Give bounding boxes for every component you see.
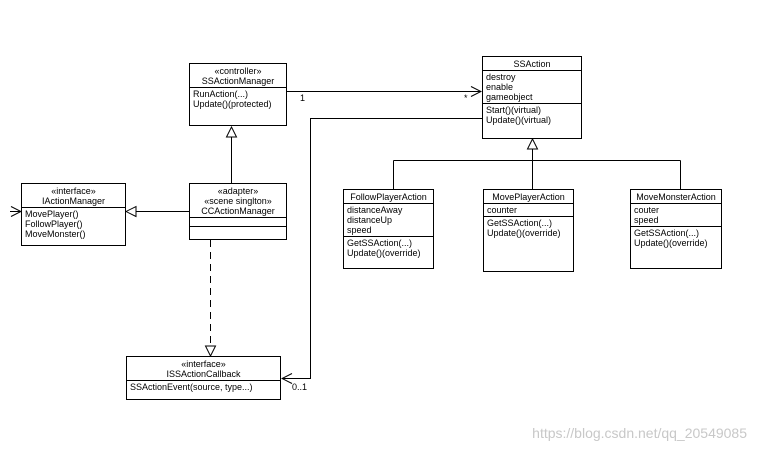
- stereotype-label: «interface»: [181, 359, 226, 369]
- stereotype-label: «scene singlton»: [204, 196, 272, 206]
- class-name: MovePlayerAction: [492, 192, 565, 202]
- class-name: SSAction: [513, 59, 551, 69]
- watermark: https://blog.csdn.net/qq_20549085: [532, 425, 747, 441]
- operations-section: GetSSAction(...) Update()(override): [631, 226, 721, 249]
- class-name: IActionManager: [41, 196, 106, 206]
- operations-section: [190, 226, 286, 235]
- class-header: «adapter» «scene singlton» CCActionManag…: [190, 184, 286, 217]
- attribute: gameobject: [486, 92, 533, 102]
- class-name: SSActionManager: [201, 76, 275, 86]
- operation: Update()(protected): [193, 99, 272, 109]
- class-header: «interface» ISSActionCallback: [127, 357, 280, 380]
- operation: Update()(override): [487, 228, 561, 238]
- operations-section: RunAction(...) Update()(protected): [190, 87, 286, 110]
- operation: GetSSAction(...): [487, 218, 553, 228]
- attributes-section: counter: [484, 203, 573, 216]
- operation: GetSSAction(...): [634, 228, 700, 238]
- stereotype-label: «adapter»: [217, 186, 259, 196]
- operations-section: GetSSAction(...) Update()(override): [484, 216, 573, 270]
- class-name: ISSActionCallback: [166, 369, 241, 379]
- class-ss-action-manager[interactable]: «controller» SSActionManager RunAction(.…: [189, 63, 287, 126]
- class-name: CCActionManager: [201, 206, 275, 216]
- operation: RunAction(...): [193, 89, 249, 99]
- operations-section: Start()(virtual) Update()(virtual): [483, 103, 581, 126]
- attribute: couter: [634, 205, 660, 215]
- multiplicity-manager-end: 1: [300, 93, 306, 103]
- operation: Update()(override): [634, 238, 708, 248]
- operation: Start()(virtual): [486, 105, 542, 115]
- attribute: distanceAway: [347, 205, 403, 215]
- attribute: speed: [347, 225, 372, 235]
- operation: Update()(virtual): [486, 115, 552, 125]
- class-name: FollowPlayerAction: [350, 192, 427, 202]
- operation: Update()(override): [347, 248, 421, 258]
- attributes-section: destroy enable gameobject: [483, 70, 581, 103]
- class-move-player-action[interactable]: MovePlayerAction counter GetSSAction(...…: [483, 189, 574, 272]
- class-header: MoveMonsterAction: [631, 190, 721, 203]
- association-action-to-callback: [282, 118, 482, 379]
- class-iss-action-callback[interactable]: «interface» ISSActionCallback SSActionEv…: [126, 356, 281, 400]
- multiplicity-callback-end: 0..1: [292, 382, 308, 392]
- class-header: «interface» IActionManager: [22, 184, 125, 207]
- class-cc-action-manager[interactable]: «adapter» «scene singlton» CCActionManag…: [189, 183, 287, 240]
- attributes-section: couter speed: [631, 203, 721, 226]
- class-header: SSAction: [483, 57, 581, 70]
- operation: MoveMonster(): [25, 229, 86, 239]
- stereotype-label: «interface»: [51, 186, 96, 196]
- attribute: distanceUp: [347, 215, 393, 225]
- attribute: enable: [486, 82, 514, 92]
- class-header: «controller» SSActionManager: [190, 64, 286, 87]
- attribute: counter: [487, 205, 518, 215]
- operation: MovePlayer(): [25, 209, 79, 219]
- class-header: FollowPlayerAction: [344, 190, 433, 203]
- operation: SSActionEvent(source, type...): [130, 382, 253, 392]
- class-name: MoveMonsterAction: [636, 192, 716, 202]
- operation: GetSSAction(...): [347, 238, 413, 248]
- operations-section: MovePlayer() FollowPlayer() MoveMonster(…: [22, 207, 125, 240]
- class-follow-player-action[interactable]: FollowPlayerAction distanceAway distance…: [343, 189, 434, 269]
- operations-section: SSActionEvent(source, type...): [127, 380, 280, 393]
- attribute: destroy: [486, 72, 516, 82]
- operations-section: GetSSAction(...) Update()(override): [344, 236, 433, 259]
- class-ss-action[interactable]: SSAction destroy enable gameobject Start…: [482, 56, 582, 139]
- operation: FollowPlayer(): [25, 219, 83, 229]
- attributes-section: distanceAway distanceUp speed: [344, 203, 433, 236]
- class-i-action-manager[interactable]: «interface» IActionManager MovePlayer() …: [21, 183, 126, 246]
- attributes-section: [190, 217, 286, 226]
- multiplicity-action-end: *: [464, 93, 468, 103]
- attribute: speed: [634, 215, 659, 225]
- class-header: MovePlayerAction: [484, 190, 573, 203]
- class-move-monster-action[interactable]: MoveMonsterAction couter speed GetSSActi…: [630, 189, 722, 269]
- stereotype-label: «controller»: [214, 66, 262, 76]
